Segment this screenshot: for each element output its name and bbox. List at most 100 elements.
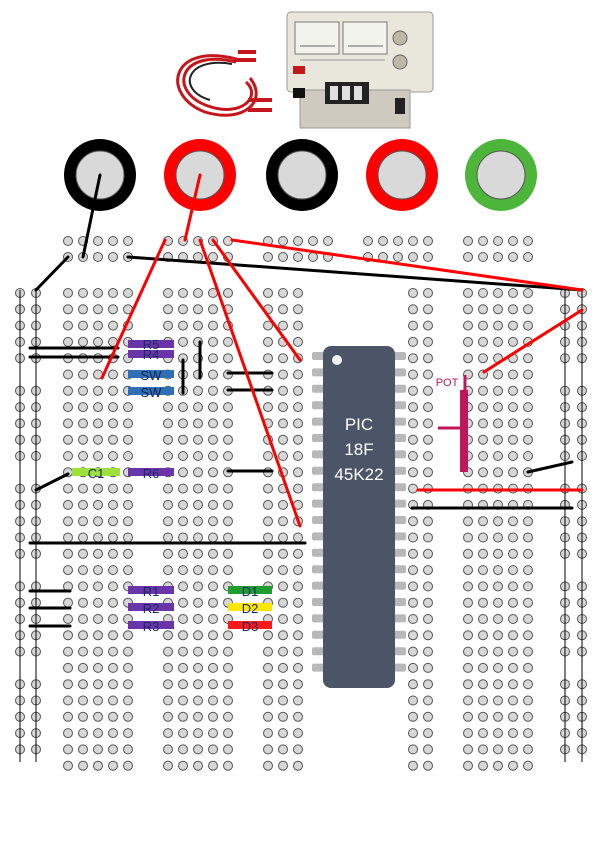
breadboard-hole [193,451,203,461]
breadboard-hole [193,385,203,396]
black-wires [28,173,584,628]
breadboard-hole [278,288,288,298]
breadboard-hole [178,288,188,298]
breadboard-hole [223,565,233,576]
breadboard-hole [93,402,103,413]
breadboard-hole [178,548,188,559]
breadboard-hole [508,304,518,315]
breadboard-hole [508,662,518,673]
breadboard-hole [223,336,233,347]
breadboard-hole [293,695,303,706]
breadboard-hole [208,320,218,331]
breadboard-hole [163,304,173,315]
breadboard-hole [423,744,433,755]
breadboard-hole [263,499,273,510]
breadboard-hole [178,581,188,592]
breadboard-hole [278,353,288,364]
breadboard-hole [193,614,203,624]
breadboard-hole [508,418,518,429]
resistor-r3: R3 [128,619,174,634]
breadboard-hole [193,630,203,641]
breadboard-hole [508,679,518,690]
breadboard-hole [178,336,188,347]
breadboard-hole [193,304,203,315]
breadboard-hole [423,662,433,673]
breadboard-hole [278,516,288,527]
breadboard-hole [163,728,173,739]
breadboard-hole [293,679,303,690]
breadboard-hole [193,581,203,592]
breadboard-hole [463,565,473,576]
breadboard-hole [423,597,433,608]
breadboard-hole [478,597,488,608]
black-wire [34,472,70,492]
breadboard-hole [408,565,418,576]
chip-pin [392,647,406,656]
breadboard-hole [293,532,303,543]
breadboard-hole [178,679,188,690]
breadboard-hole [93,662,103,673]
breadboard-hole [493,434,503,445]
breadboard-hole [278,728,288,739]
breadboard-hole [493,451,503,461]
breadboard-hole [93,499,103,510]
breadboard-hole [408,402,418,413]
breadboard-hole [278,695,288,706]
breadboard-hole [423,711,433,722]
resistor-r4: R4 [128,347,174,362]
breadboard-hole [108,646,118,657]
svg-text:C1: C1 [88,466,105,481]
breadboard-hole [408,434,418,445]
breadboard-hole [93,695,103,706]
breadboard-hole [163,711,173,722]
breadboard-hole [508,728,518,739]
breadboard-hole [208,614,218,624]
breadboard-hole [508,548,518,559]
breadboard-hole [423,532,433,543]
breadboard-hole [78,679,88,690]
chip-pin [392,368,406,377]
breadboard-hole [178,744,188,755]
breadboard-holes [15,236,587,771]
breadboard-hole [408,744,418,755]
breadboard-hole [78,434,88,445]
breadboard-hole [278,451,288,461]
breadboard-hole [523,548,533,559]
chip-pin [392,598,406,606]
breadboard-hole [163,451,173,461]
breadboard-hole [193,402,203,413]
breadboard-hole [193,516,203,527]
breadboard-hole [478,467,488,478]
breadboard-hole [78,662,88,673]
breadboard-hole [478,565,488,576]
chip-pin [312,581,326,590]
led-d3: D3 [228,619,272,634]
breadboard-hole [178,646,188,657]
breadboard-hole [108,236,118,246]
breadboard-hole [78,581,88,592]
breadboard-hole [108,499,118,510]
chip-pin [312,450,326,459]
breadboard-hole [423,646,433,657]
breadboard-hole [293,760,303,771]
breadboard-hole [178,320,188,331]
breadboard-hole [163,565,173,576]
black-wire [81,173,102,259]
chip-pin [312,630,326,639]
breadboard-hole [393,236,403,246]
breadboard-hole [163,288,173,298]
breadboard-hole [223,418,233,429]
breadboard-hole [508,385,518,396]
breadboard-hole [123,744,133,755]
breadboard-hole [63,630,73,641]
breadboard-hole [463,516,473,527]
breadboard-hole [278,565,288,576]
breadboard-hole [263,320,273,331]
breadboard-hole [208,711,218,722]
breadboard-hole [463,728,473,739]
breadboard-hole [293,236,303,246]
resistor-r2: R2 [128,601,174,616]
breadboard-hole [493,695,503,706]
svg-text:R4: R4 [143,347,160,362]
